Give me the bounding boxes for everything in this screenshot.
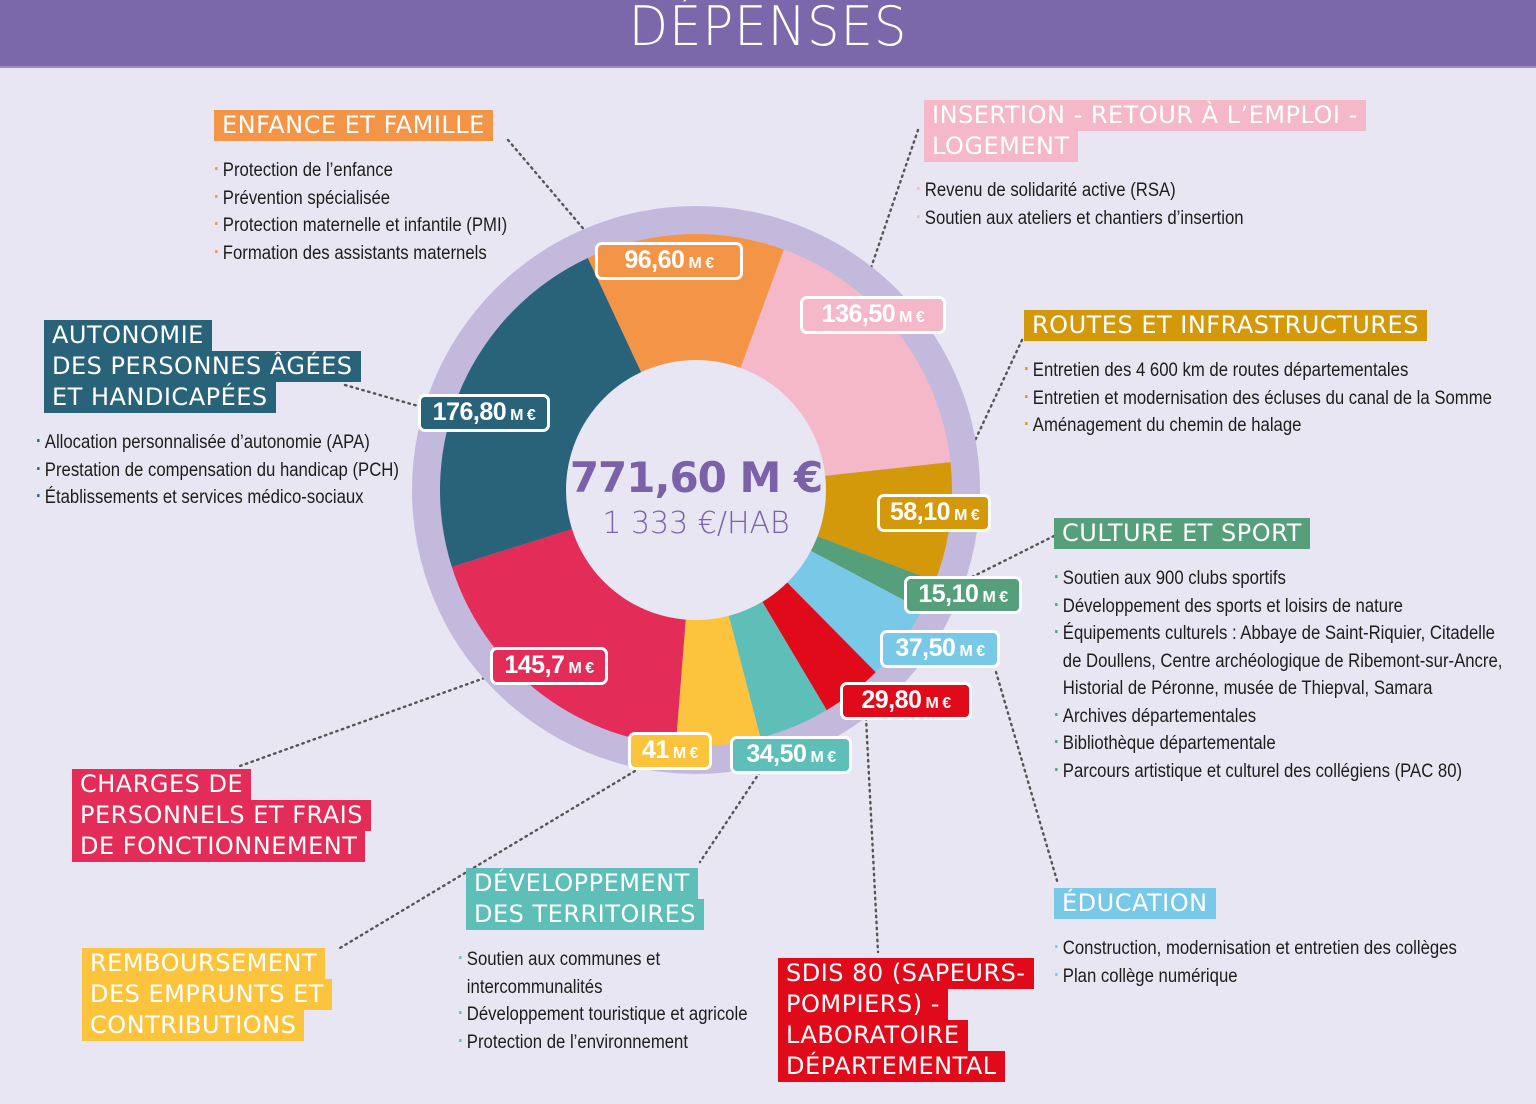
list-item: Archives départementales <box>1054 702 1502 731</box>
category-title-charges: CHARGES DE PERSONNELS ET FRAIS DE FONCTI… <box>64 769 379 862</box>
list-item: Revenu de solidarité active (RSA) <box>916 176 1244 205</box>
category-title-education: ÉDUCATION <box>1054 888 1216 919</box>
category-items-routes: Entretien des 4 600 km de routes départe… <box>1024 356 1492 440</box>
list-item: Parcours artistique et culturel des coll… <box>1054 757 1502 786</box>
list-item: Soutien aux communes et <box>458 945 747 974</box>
list-item: Prévention spécialisée <box>214 184 507 213</box>
category-title-culture: CULTURE ET SPORT <box>1054 518 1310 549</box>
list-item: Bibliothèque départementale <box>1054 729 1502 758</box>
category-items-enfance: Protection de l’enfance Prévention spéci… <box>214 156 507 268</box>
center-hole <box>566 360 826 620</box>
per-capita-amount: 1 333 €/HAB <box>602 506 790 541</box>
list-item: Soutien aux ateliers et chantiers d’inse… <box>916 204 1244 233</box>
list-item: Soutien aux 900 clubs sportifs <box>1054 564 1502 593</box>
page-title: DÉPENSES <box>628 0 908 58</box>
category-title-sdis: SDIS 80 (SAPEURS- POMPIERS) - LABORATOIR… <box>770 958 1042 1082</box>
list-item: de Doullens, Centre archéologique de Rib… <box>1062 650 1503 672</box>
list-item: Protection maternelle et infantile (PMI) <box>214 211 507 240</box>
category-items-autonomie: Allocation personnalisée d’autonomie (AP… <box>36 428 399 512</box>
list-item: Entretien et modernisation des écluses d… <box>1024 384 1492 413</box>
list-item: Équipements culturels : Abbaye de Saint-… <box>1054 619 1502 648</box>
category-items-education: Construction, modernisation et entretien… <box>1054 934 1457 991</box>
list-item: Entretien des 4 600 km de routes départe… <box>1024 356 1492 385</box>
list-item: Aménagement du chemin de halage <box>1024 411 1492 440</box>
list-item: intercommunalités <box>466 976 603 998</box>
leader-lines <box>238 128 1060 954</box>
total-amount: 771,60 M € <box>569 453 823 502</box>
list-item: Prestation de compensation du handicap (… <box>36 456 399 485</box>
list-item: Établissements et services médico-sociau… <box>36 483 399 512</box>
category-title-routes: ROUTES ET INFRASTRUCTURES <box>1024 310 1427 341</box>
list-item: Allocation personnalisée d’autonomie (AP… <box>36 428 399 457</box>
category-items-territoires: Soutien aux communes et intercommunalité… <box>458 945 747 1057</box>
category-title-territoires: DÉVELOPPEMENT DES TERRITOIRES <box>458 868 712 930</box>
list-item: Protection de l’enfance <box>214 156 507 185</box>
category-items-culture: Soutien aux 900 clubs sportifs Développe… <box>1054 564 1503 786</box>
list-item: Plan collège numérique <box>1054 962 1457 991</box>
category-title-enfance: ENFANCE ET FAMILLE <box>214 110 493 141</box>
category-title-emprunts: REMBOURSEMENT DES EMPRUNTS ET CONTRIBUTI… <box>74 948 340 1041</box>
category-title-autonomie: AUTONOMIE DES PERSONNES ÂGÉES ET HANDICA… <box>36 320 369 413</box>
list-item: Développement touristique et agricole <box>458 1000 747 1029</box>
list-item: Développement des sports et loisirs de n… <box>1054 592 1502 621</box>
list-item: Construction, modernisation et entretien… <box>1054 934 1457 963</box>
list-item: Historial de Péronne, musée de Thiepval,… <box>1062 678 1433 699</box>
header-bar: DÉPENSES <box>0 0 1536 68</box>
category-title-insertion: INSERTION - RETOUR À L’EMPLOI - LOGEMENT <box>916 100 1374 162</box>
category-items-insertion: Revenu de solidarité active (RSA) Soutie… <box>916 176 1244 233</box>
list-item: Formation des assistants maternels <box>214 239 507 268</box>
list-item: Protection de l’environnement <box>458 1028 747 1057</box>
